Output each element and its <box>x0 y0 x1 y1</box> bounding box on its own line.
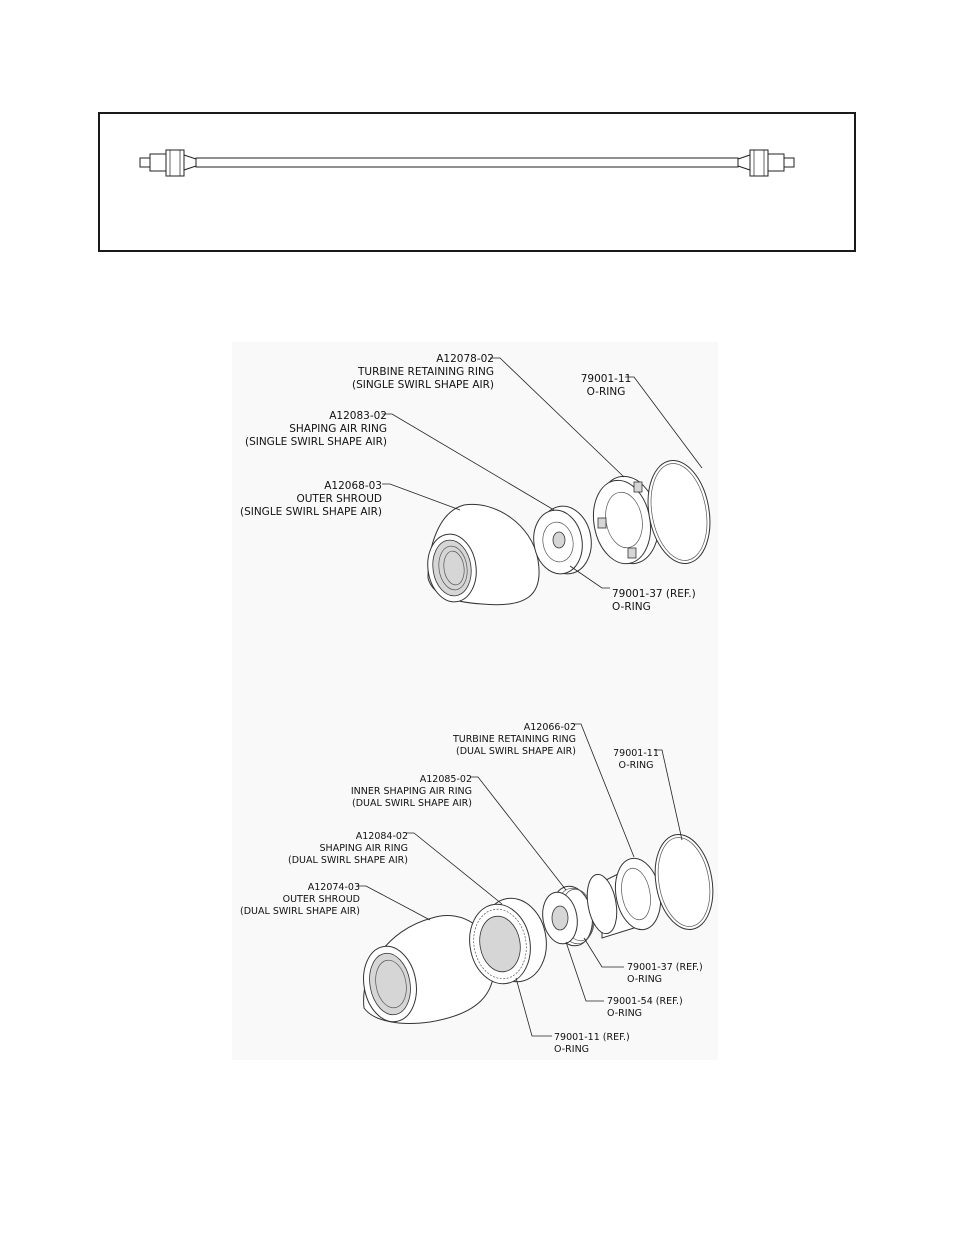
svg-text:SHAPING AIR RING: SHAPING AIR RING <box>289 423 387 435</box>
svg-text:SHAPING AIR RING: SHAPING AIR RING <box>320 843 408 854</box>
callout-outer-shroud-dual: A12074-03 OUTER SHROUD (DUAL SWIRL SHAPE… <box>240 882 360 917</box>
callout-outer-shroud-single: A12068-03 OUTER SHROUD (SINGLE SWIRL SHA… <box>240 480 382 518</box>
callout-o-ring-dual: 79001-11 O-RING <box>613 748 659 771</box>
left-connector <box>139 149 197 177</box>
svg-text:TURBINE RETAINING RING: TURBINE RETAINING RING <box>452 734 576 745</box>
callout-o-ring-single: 79001-11 O-RING <box>581 373 632 398</box>
single-swirl-assembly: A12078-02 TURBINE RETAINING RING (SINGLE… <box>240 353 711 613</box>
svg-text:79001-11: 79001-11 <box>613 748 659 759</box>
svg-text:A12084-02: A12084-02 <box>356 831 408 842</box>
svg-text:(SINGLE SWIRL SHAPE AIR): (SINGLE SWIRL SHAPE AIR) <box>352 379 494 391</box>
svg-text:(SINGLE SWIRL SHAPE AIR): (SINGLE SWIRL SHAPE AIR) <box>240 506 382 518</box>
svg-text:A12074-03: A12074-03 <box>308 882 360 893</box>
o-ring-single-icon <box>647 460 711 564</box>
svg-text:79001-54 (REF.): 79001-54 (REF.) <box>607 996 683 1007</box>
svg-text:OUTER SHROUD: OUTER SHROUD <box>283 894 360 905</box>
outer-shroud-single-icon <box>427 503 540 606</box>
svg-text:(SINGLE SWIRL SHAPE AIR): (SINGLE SWIRL SHAPE AIR) <box>245 436 387 448</box>
svg-text:O-RING: O-RING <box>587 386 626 398</box>
svg-text:(DUAL SWIRL SHAPE AIR): (DUAL SWIRL SHAPE AIR) <box>352 798 472 809</box>
callout-o-ring-ref-single: 79001-37 (REF.) O-RING <box>612 588 696 613</box>
callout-o-ring-54-ref-dual: 79001-54 (REF.) O-RING <box>607 996 683 1019</box>
outer-shroud-dual-icon <box>363 915 495 1024</box>
callout-o-ring-11-ref-dual: 79001-11 (REF.) O-RING <box>554 1032 630 1055</box>
svg-text:TURBINE RETAINING RING: TURBINE RETAINING RING <box>357 366 494 378</box>
svg-text:A12066-02: A12066-02 <box>524 722 576 733</box>
svg-text:OUTER SHROUD: OUTER SHROUD <box>296 493 382 505</box>
svg-text:INNER SHAPING AIR RING: INNER SHAPING AIR RING <box>351 786 472 797</box>
shaping-air-ring-single-icon <box>533 505 592 575</box>
svg-text:O-RING: O-RING <box>618 760 653 771</box>
svg-text:A12085-02: A12085-02 <box>420 774 472 785</box>
turbine-retaining-ring-dual-icon <box>586 857 662 939</box>
callout-shaping-air-ring-single: A12083-02 SHAPING AIR RING (SINGLE SWIRL… <box>245 410 387 448</box>
cable-illustration-box <box>98 112 856 252</box>
svg-text:(DUAL SWIRL SHAPE AIR): (DUAL SWIRL SHAPE AIR) <box>240 906 360 917</box>
svg-text:A12078-02: A12078-02 <box>436 353 494 365</box>
callout-turbine-retaining-ring-single: A12078-02 TURBINE RETAINING RING (SINGLE… <box>352 353 494 391</box>
callout-turbine-retaining-ring-dual: A12066-02 TURBINE RETAINING RING (DUAL S… <box>452 722 576 757</box>
svg-text:A12083-02: A12083-02 <box>329 410 387 422</box>
svg-text:(DUAL SWIRL SHAPE AIR): (DUAL SWIRL SHAPE AIR) <box>456 746 576 757</box>
turbine-retaining-ring-single-icon <box>592 475 660 565</box>
callout-o-ring-37-ref-dual: 79001-37 (REF.) O-RING <box>627 962 703 985</box>
shaping-air-ring-dual-icon <box>469 897 547 985</box>
cable-line <box>195 157 739 168</box>
callout-shaping-air-ring-dual: A12084-02 SHAPING AIR RING (DUAL SWIRL S… <box>288 831 408 866</box>
svg-text:A12068-03: A12068-03 <box>324 480 382 492</box>
svg-text:79001-37 (REF.): 79001-37 (REF.) <box>627 962 703 973</box>
right-connector <box>737 149 795 177</box>
fiber-optic-cable-icon <box>139 149 795 177</box>
o-ring-dual-icon <box>654 833 714 931</box>
svg-text:79001-37 (REF.): 79001-37 (REF.) <box>612 588 696 600</box>
svg-text:79001-11: 79001-11 <box>581 373 632 385</box>
svg-text:O-RING: O-RING <box>627 974 662 985</box>
dual-swirl-assembly: A12066-02 TURBINE RETAINING RING (DUAL S… <box>240 722 714 1055</box>
svg-text:O-RING: O-RING <box>607 1008 642 1019</box>
svg-text:(DUAL SWIRL SHAPE AIR): (DUAL SWIRL SHAPE AIR) <box>288 855 408 866</box>
exploded-assembly-figure: A12078-02 TURBINE RETAINING RING (SINGLE… <box>232 342 718 1060</box>
svg-text:O-RING: O-RING <box>554 1044 589 1055</box>
svg-text:O-RING: O-RING <box>612 601 651 613</box>
svg-text:79001-11 (REF.): 79001-11 (REF.) <box>554 1032 630 1043</box>
callout-inner-shaping-air-ring-dual: A12085-02 INNER SHAPING AIR RING (DUAL S… <box>351 774 472 809</box>
inner-shaping-air-ring-dual-icon <box>542 885 595 947</box>
